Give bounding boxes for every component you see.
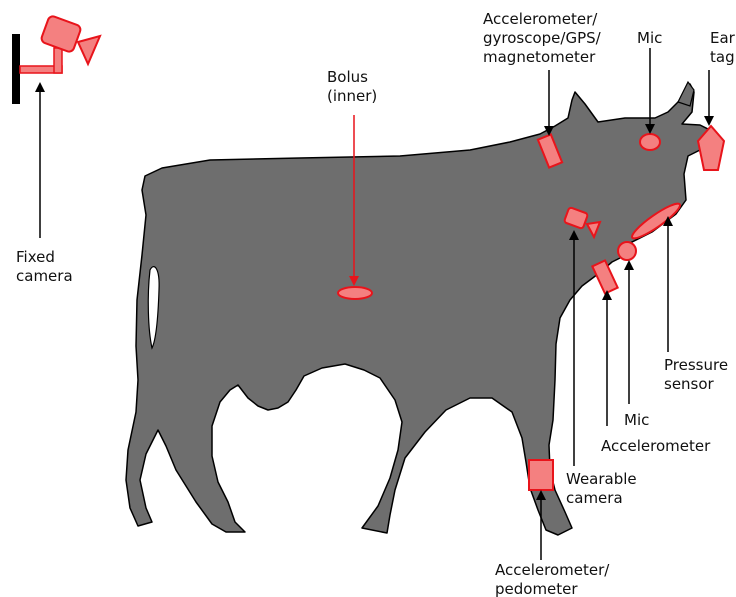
label-bolus-2: (inner): [327, 87, 377, 105]
camera-body: [40, 15, 82, 53]
label-ear-tag-2: tag: [710, 48, 735, 66]
label-bolus-1: Bolus: [327, 68, 368, 86]
label-mic-head: Mic: [637, 29, 662, 47]
label-pressure-sensor-1: Pressure: [664, 356, 728, 374]
head-mic-sensor: [640, 134, 660, 150]
throat-mic-sensor: [618, 242, 636, 260]
label-head-accel-1: Accelerometer/: [483, 10, 598, 28]
camera-lens: [78, 36, 100, 64]
label-accelerometer-neck: Accelerometer: [601, 437, 711, 455]
label-fixed-camera-2: camera: [16, 267, 73, 285]
camera-mount-arm: [54, 48, 62, 73]
cow-body: [126, 84, 722, 535]
label-head-accel-3: magnetometer: [483, 48, 596, 66]
leg-pedometer-sensor: [529, 460, 553, 490]
label-ear-tag-1: Ear: [710, 29, 736, 47]
label-pressure-sensor-2: sensor: [664, 375, 715, 393]
label-mic-throat: Mic: [624, 411, 649, 429]
label-leg-accel-2: pedometer: [495, 580, 578, 597]
wall-post: [12, 34, 20, 104]
bolus-sensor: [338, 287, 372, 299]
label-head-accel-2: gyroscope/GPS/: [483, 29, 602, 47]
label-leg-accel-1: Accelerometer/: [495, 561, 610, 579]
neck-accelerometer-sensor: [592, 260, 617, 293]
cow-silhouette: [126, 82, 722, 535]
label-wearable-camera-1: Wearable: [566, 470, 637, 488]
fixed-camera: [12, 15, 100, 104]
label-wearable-camera-2: camera: [566, 489, 623, 507]
label-fixed-camera-1: Fixed: [16, 248, 55, 266]
